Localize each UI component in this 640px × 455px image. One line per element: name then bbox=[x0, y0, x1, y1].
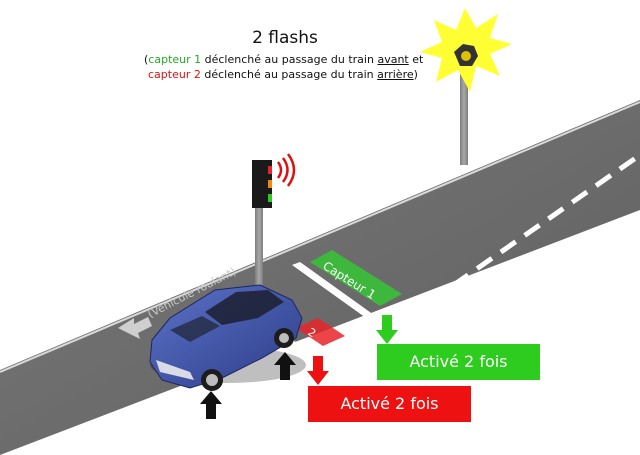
sensor-1-end: et bbox=[408, 53, 424, 66]
sensor-1-activated-box: Activé 2 fois bbox=[377, 344, 540, 380]
traffic-light-icon bbox=[252, 160, 272, 208]
close-paren: ) bbox=[413, 68, 418, 81]
sensor-2-desc: déclenché au passage du train bbox=[200, 68, 378, 81]
arrow-left-icon bbox=[118, 317, 152, 339]
sensor-1-text: capteur 1 bbox=[148, 53, 202, 66]
camera-flash-icon bbox=[420, 8, 512, 92]
center-dashed-line bbox=[380, 152, 640, 338]
sensor-1-strip bbox=[310, 250, 402, 306]
sensor-1-emph: avant bbox=[377, 53, 409, 66]
subtitle-line-1: (capteur 1 déclenché au passage du train… bbox=[132, 52, 442, 67]
sensor-2-activated-box: Activé 2 fois bbox=[308, 386, 471, 422]
sensor-2-emph: arrière bbox=[377, 68, 414, 81]
traffic-light-pole bbox=[255, 205, 263, 285]
open-paren: ( bbox=[144, 53, 149, 66]
subtitle-line-2: capteur 2 déclenché au passage du train … bbox=[132, 67, 442, 82]
camera-pole bbox=[460, 65, 468, 165]
sensor-2-strip bbox=[296, 318, 345, 346]
arrow-up-icon bbox=[200, 391, 222, 419]
road-edge bbox=[0, 101, 640, 373]
page-title: 2 flashs bbox=[252, 28, 318, 48]
arrow-up-icon-2 bbox=[274, 352, 296, 380]
stop-line bbox=[292, 262, 395, 333]
arrow-down-icon-red bbox=[307, 356, 329, 385]
sensor-2-text: capteur 2 bbox=[148, 68, 201, 81]
subtitle: (capteur 1 déclenché au passage du train… bbox=[132, 52, 442, 82]
arrow-down-icon-green bbox=[376, 315, 398, 344]
sensor-1-desc: déclenché au passage du train bbox=[201, 53, 378, 66]
radio-waves-icon bbox=[276, 153, 296, 187]
car-icon bbox=[149, 284, 306, 391]
